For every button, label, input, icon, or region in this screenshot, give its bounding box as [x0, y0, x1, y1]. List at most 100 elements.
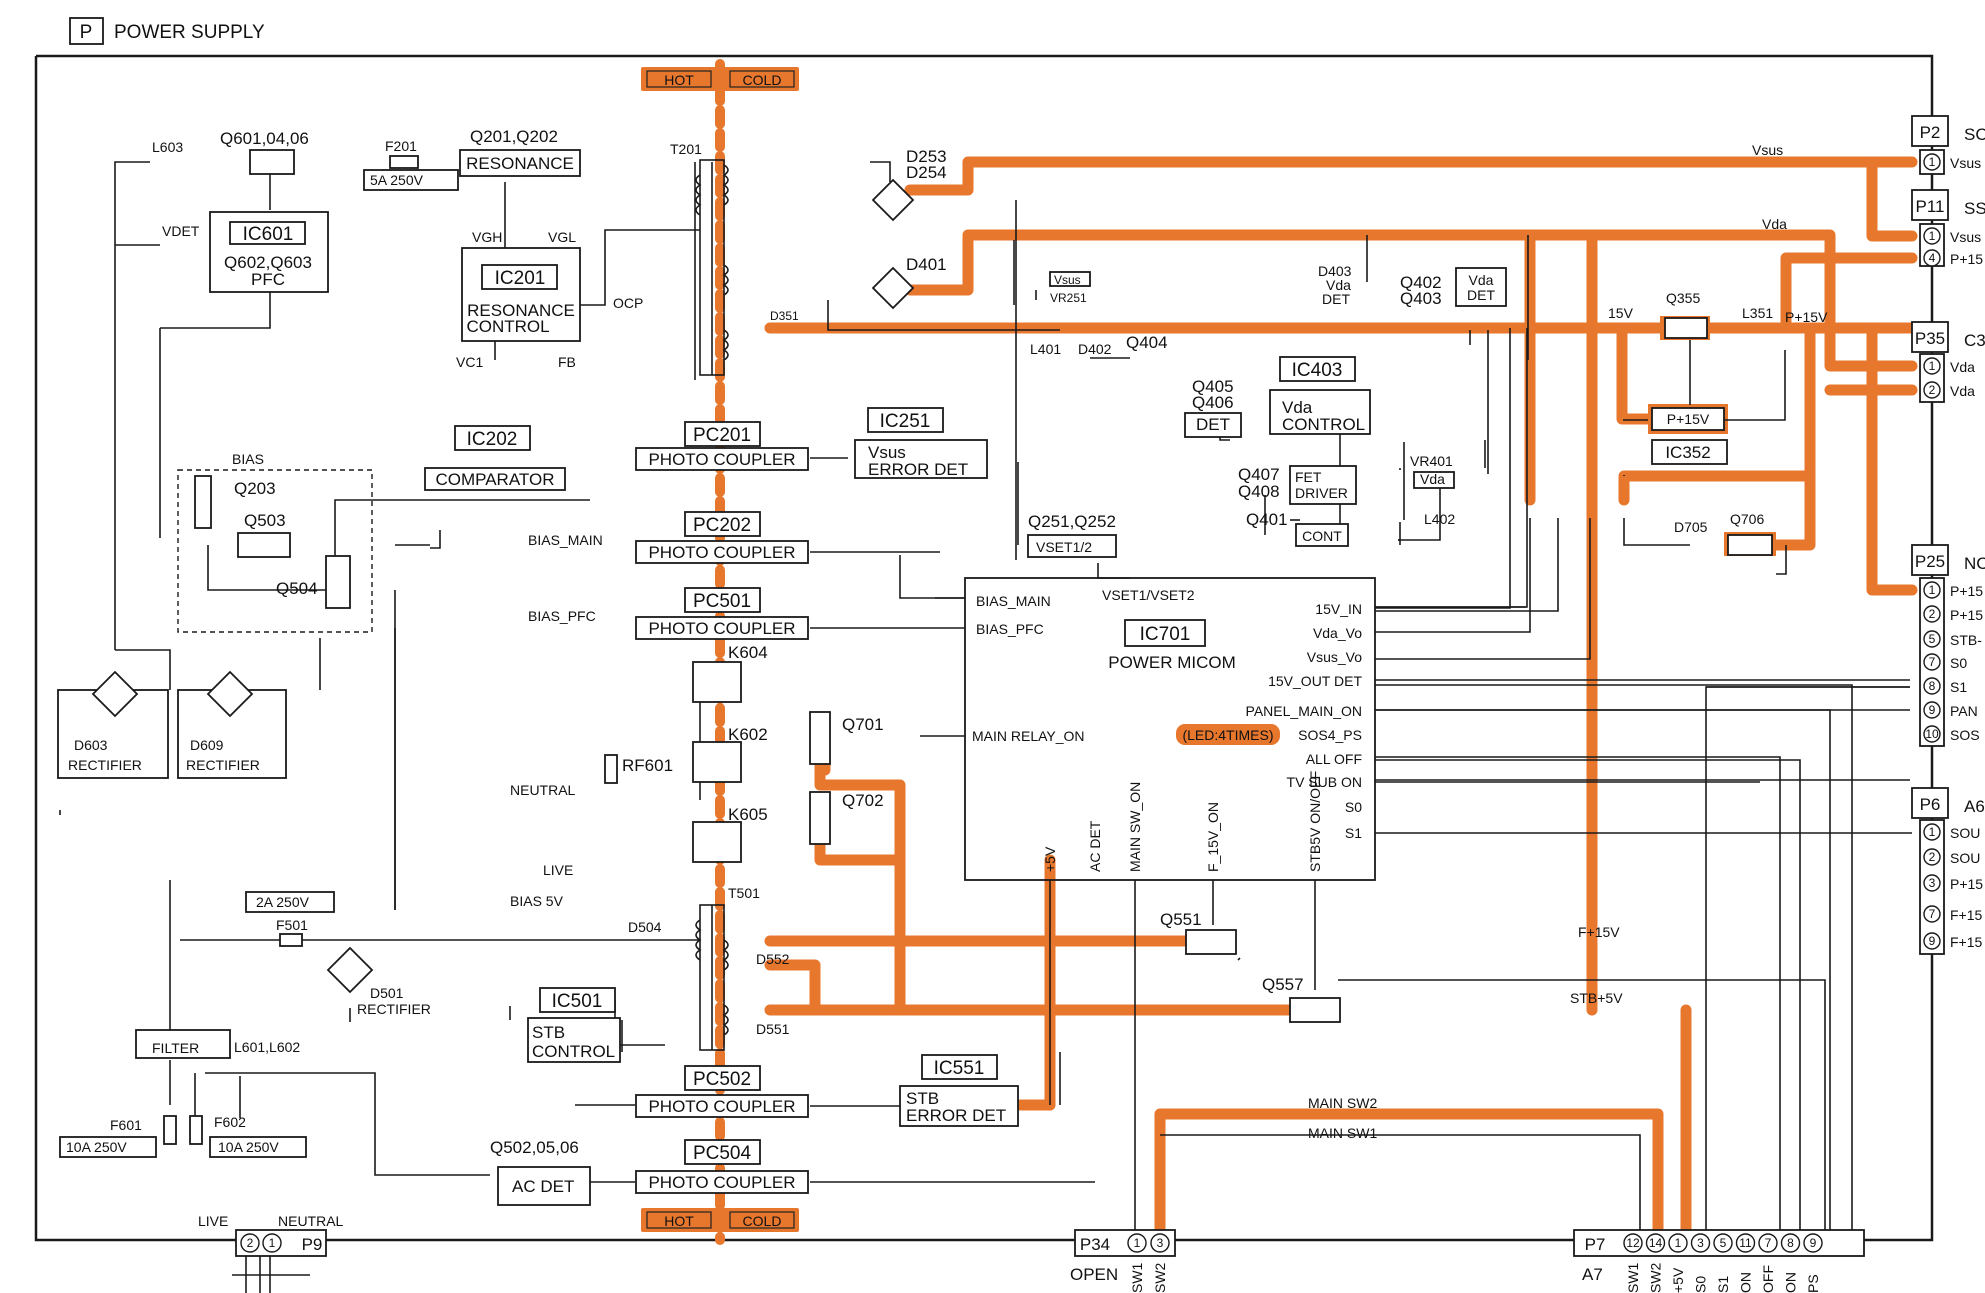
ic701-box — [964, 577, 1376, 881]
p35-pin-1: 1 — [1929, 359, 1936, 373]
q407-label1: FET — [1295, 469, 1322, 485]
p7-pin-circle — [1780, 1233, 1801, 1253]
hot-label-bottom: HOT — [664, 1213, 694, 1229]
q701-label: Q701 — [842, 715, 884, 734]
p7-pin-circle — [1690, 1233, 1711, 1253]
section-letter: P — [80, 22, 93, 43]
micom-pin-15v-out-det: 15V_OUT DET — [1268, 673, 1362, 689]
q401-cont: CONT — [1302, 528, 1342, 544]
f602-rating: 10A 250V — [218, 1139, 279, 1155]
ic403-sub1: Vda — [1282, 398, 1313, 417]
q706-label: Q706 — [1730, 511, 1764, 527]
k604-label: K604 — [728, 643, 768, 662]
q407-label2: DRIVER — [1295, 485, 1348, 501]
q551-label: Q551 — [1160, 910, 1202, 929]
q702-label: Q702 — [842, 791, 884, 810]
pc201-name: PC201 — [693, 425, 751, 446]
q407-ref2: Q408 — [1238, 482, 1280, 501]
d402-label: D402 — [1078, 341, 1112, 357]
p7-pin-circle — [1803, 1233, 1823, 1253]
t201-label: T201 — [670, 141, 702, 157]
p7-pin-number: 12 — [1626, 1236, 1640, 1250]
vset-box — [1027, 534, 1117, 558]
p34-sig-1: SW1 — [1129, 1262, 1145, 1293]
ic551-name: IC551 — [934, 1058, 985, 1079]
p9-live: LIVE — [198, 1213, 228, 1229]
q401-cont-box — [1295, 523, 1349, 547]
d552-label: D552 — [756, 951, 790, 967]
pc201: PC201 PHOTO COUPLER — [635, 421, 809, 471]
p2-sig-1: Vsus — [1950, 155, 1981, 171]
pc502-label: PHOTO COUPLER — [648, 1097, 795, 1116]
cold-label-bottom: COLD — [743, 1213, 782, 1229]
k602-label: K602 — [728, 725, 768, 744]
p6-partial: A6 — [1964, 797, 1985, 816]
p34-pin-1: 1 — [1134, 1236, 1141, 1250]
q405-det-box — [1184, 412, 1242, 438]
d504-label: D504 — [628, 919, 662, 935]
vr251-label: VR251 — [1050, 291, 1087, 305]
micom-pin-bias-pfc: BIAS_PFC — [976, 621, 1044, 637]
ic601-sub1: Q602,Q603 — [224, 253, 312, 272]
p7-pin-signal: +5V — [1670, 1267, 1686, 1293]
q203-label: Q203 — [234, 479, 276, 498]
micom-pin-bias-main: BIAS_MAIN — [976, 593, 1051, 609]
p11-pin-4: 4 — [1929, 251, 1936, 265]
p2-pin-1: 1 — [1929, 155, 1936, 169]
p7-pin-number: 5 — [1720, 1236, 1727, 1250]
ic551-sub2: ERROR DET — [906, 1106, 1006, 1125]
net-mainsw2: MAIN SW2 — [1308, 1095, 1377, 1111]
p9-neutral: NEUTRAL — [278, 1213, 344, 1229]
q407-driver-box — [1289, 465, 1357, 505]
p7-pin-circle — [1735, 1233, 1756, 1253]
p25-partial: NC — [1964, 554, 1985, 573]
connector-p34: P34 1 3 OPEN SW1 SW2 — [1070, 1229, 1176, 1293]
p6-pin-9: 9 — [1929, 934, 1936, 948]
rf601-label: RF601 — [622, 756, 673, 775]
p7-pin-circle — [1645, 1233, 1666, 1253]
p35-name: P35 — [1915, 329, 1945, 348]
vset-label: VSET1/2 — [1036, 539, 1092, 555]
net-bias5v: BIAS 5V — [510, 893, 564, 909]
p7-pin-signal: OFF — [1760, 1265, 1776, 1293]
q404-label: Q404 — [1126, 333, 1168, 352]
f501-rating: 2A 250V — [256, 894, 310, 910]
acdet-box — [497, 1166, 591, 1206]
d254-label: D254 — [906, 163, 947, 182]
resonance-box — [459, 149, 581, 177]
p6-sig-3: P+15 — [1950, 876, 1983, 892]
l402-label: L402 — [1424, 511, 1455, 527]
d351-label: D351 — [770, 309, 799, 323]
pc504-label: PHOTO COUPLER — [648, 1173, 795, 1192]
f601-rating: 10A 250V — [66, 1139, 127, 1155]
f501-label: F501 — [276, 917, 308, 933]
micom-pin-main-sw-on: MAIN SW_ON — [1127, 782, 1143, 872]
net-vda: Vda — [1762, 216, 1787, 232]
p25-name: P25 — [1915, 552, 1945, 571]
vdadet-box — [1455, 267, 1507, 307]
p35-sig-2: Vda — [1950, 383, 1975, 399]
micom-pin-vsus-vo: Vsus_Vo — [1307, 649, 1362, 665]
q601-label: Q601,04,06 — [220, 129, 309, 148]
ic251-sub2: ERROR DET — [868, 460, 968, 479]
p25-sig-10: SOS — [1950, 727, 1980, 743]
net-live: LIVE — [543, 862, 573, 878]
p6-pin-2: 2 — [1929, 850, 1936, 864]
p6-sig-9: F+15 — [1950, 934, 1983, 950]
net-neutral: NEUTRAL — [510, 782, 576, 798]
ic701-right-pins: 15V_IN Vda_Vo Vsus_Vo 15V_OUT DET PANEL_… — [1246, 601, 1363, 841]
highlighted-paths — [641, 59, 1918, 1249]
p11-partial: SS — [1964, 199, 1985, 218]
section-box — [69, 17, 104, 45]
k605-label: K605 — [728, 805, 768, 824]
p9-pin-2: 2 — [247, 1236, 254, 1250]
pc504: PC504 PHOTO COUPLER — [635, 1139, 809, 1194]
ic701-name: IC701 — [1140, 624, 1191, 645]
d403-3: DET — [1322, 291, 1350, 307]
ic201-name: IC201 — [495, 268, 546, 289]
q407-ref1: Q407 — [1238, 465, 1280, 484]
p9-name: P9 — [302, 1235, 323, 1254]
p34-under: OPEN — [1070, 1265, 1118, 1284]
